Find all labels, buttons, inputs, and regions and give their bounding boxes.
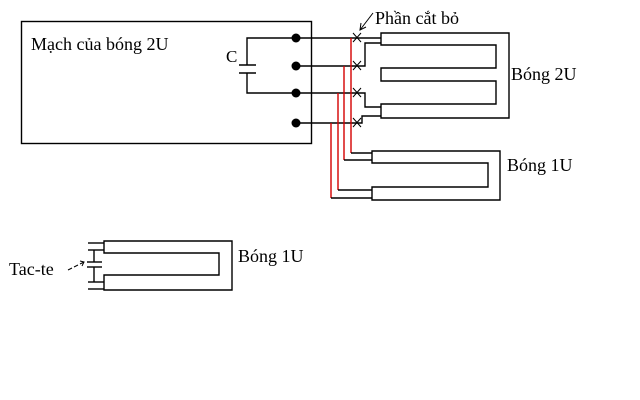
lamp-2u-tube xyxy=(380,32,510,119)
starter-symbol xyxy=(87,250,102,282)
new-wires xyxy=(330,38,372,199)
original-wires xyxy=(296,37,381,124)
cut-mark-icon xyxy=(352,32,362,43)
lamp-1u-reference-pins xyxy=(88,242,104,290)
lamp-1u-connected-label: Bóng 1U xyxy=(507,155,573,175)
circuit-box-label: Mạch của bóng 2U xyxy=(31,34,168,54)
cut-mark-icon xyxy=(352,117,362,128)
cut-annotation-label: Phần cắt bỏ xyxy=(375,8,459,28)
lamp-2u-label: Bóng 2U xyxy=(511,64,577,84)
capacitor-label: C xyxy=(226,47,237,66)
capacitor-symbol xyxy=(239,37,296,94)
starter-label: Tac-te xyxy=(9,259,54,279)
circuit-box xyxy=(20,20,313,145)
cut-marks xyxy=(352,32,362,128)
cut-mark-icon xyxy=(352,87,362,98)
starter-arrow-icon xyxy=(67,260,85,271)
cut-mark-icon xyxy=(352,60,362,71)
lamp-1u-reference-label: Bóng 1U xyxy=(238,246,304,266)
cut-annotation-arrow-icon xyxy=(359,12,374,31)
lamp-1u-reference-tube xyxy=(103,240,233,291)
lamp-1u-connected-tube xyxy=(371,150,501,201)
